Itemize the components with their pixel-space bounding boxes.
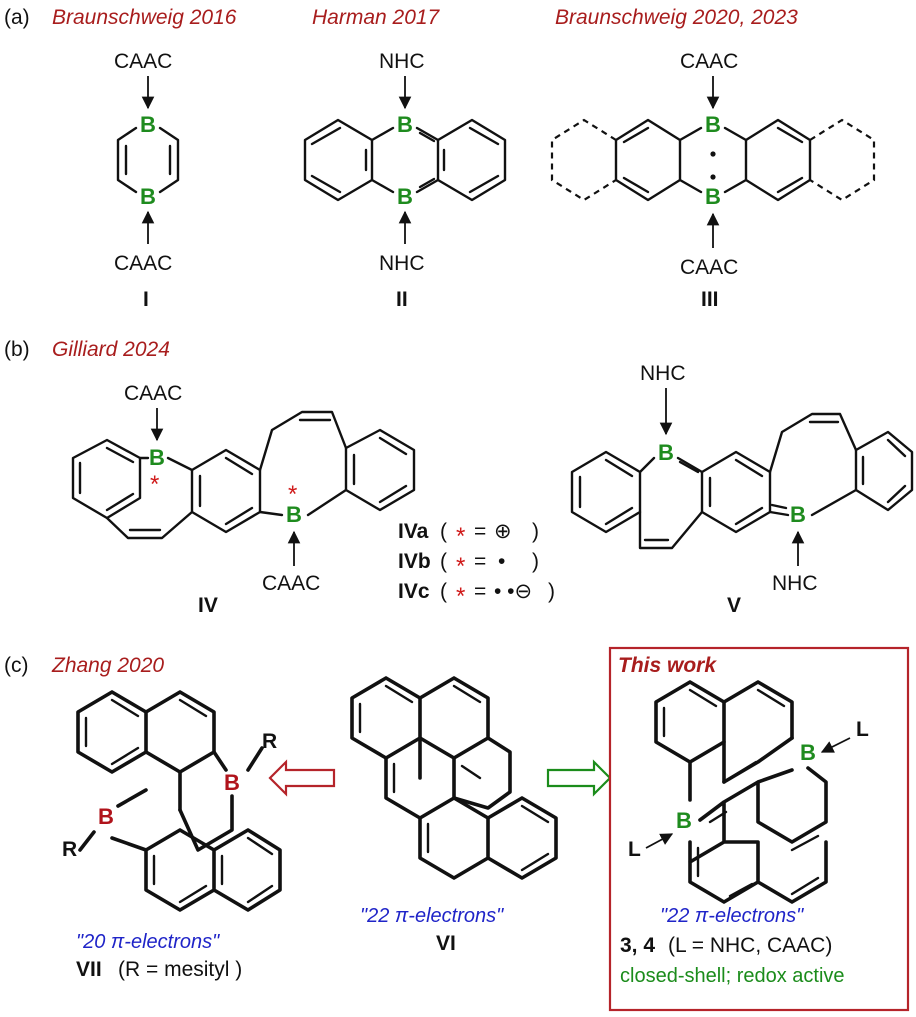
atom-boron: B xyxy=(705,112,721,137)
this-work-title: This work xyxy=(618,654,717,677)
panel-b-label: (b) xyxy=(4,338,30,361)
atom-boron: B xyxy=(658,440,674,465)
compound-VII: B R B R "20 π-electrons" VII (R = mesity… xyxy=(62,690,282,981)
panel-a: (a) Braunschweig 2016 Harman 2017 Brauns… xyxy=(4,6,876,311)
ligand-caac-top: CAAC xyxy=(124,382,182,405)
svg-text:=: = xyxy=(474,520,486,543)
compound-label-VI: VI xyxy=(436,932,456,955)
compound-III: CAAC B B CAAC III xyxy=(550,50,876,311)
electron-count-VII: "20 π-electrons" xyxy=(76,931,220,953)
ligand-nhc-top: NHC xyxy=(379,50,425,73)
svg-text:*: * xyxy=(456,553,465,580)
atom-boron: B xyxy=(286,502,302,527)
svg-text:IVb: IVb xyxy=(398,550,431,573)
ligand-L: L xyxy=(628,838,641,861)
compound-label-IV: IV xyxy=(198,594,218,617)
citation-harman-2017: Harman 2017 xyxy=(312,6,441,29)
svg-text:(: ( xyxy=(440,550,447,573)
property-note: closed-shell; redox active xyxy=(620,965,845,987)
substituent-R: R xyxy=(62,838,77,861)
ligand-nhc-top: NHC xyxy=(640,362,686,385)
radical-star: * xyxy=(150,471,159,498)
svg-text:IVa: IVa xyxy=(398,520,429,543)
electron-count-this-work: "22 π-electrons" xyxy=(660,905,804,927)
panel-a-label: (a) xyxy=(4,6,30,29)
svg-text:*: * xyxy=(456,523,465,550)
svg-text:IVc: IVc xyxy=(398,580,430,603)
ligand-caac-top: CAAC xyxy=(680,50,738,73)
compound-IV: CAAC B * B * CAAC IV xyxy=(71,382,416,617)
ligand-caac-bottom: CAAC xyxy=(114,252,172,275)
ligand-nhc-bottom: NHC xyxy=(772,572,818,595)
atom-boron: B xyxy=(98,804,114,829)
svg-text:=: = xyxy=(474,580,486,603)
svg-text:(: ( xyxy=(440,520,447,543)
citation-braunschweig-2016: Braunschweig 2016 xyxy=(52,6,237,29)
panel-c-label: (c) xyxy=(4,654,29,677)
compound-label-V: V xyxy=(727,594,741,617)
atom-boron: B xyxy=(790,502,806,527)
svg-text:(: ( xyxy=(440,580,447,603)
atom-boron: B xyxy=(800,740,816,765)
compound-VI: "22 π-electrons" VI xyxy=(350,676,558,955)
citation-braunschweig-2020: Braunschweig 2020, 2023 xyxy=(555,6,798,29)
svg-text:): ) xyxy=(532,520,539,543)
atom-boron: B xyxy=(705,184,721,209)
svg-text:): ) xyxy=(532,550,539,573)
svg-text:): ) xyxy=(548,580,555,603)
compound-label-I: I xyxy=(143,288,149,311)
panel-c: (c) Zhang 2020 B R B R "20 π-electrons" … xyxy=(4,646,910,1012)
svg-text:• •⊖: • •⊖ xyxy=(494,580,532,603)
variant-IVc: IVc ( * = • •⊖ ) xyxy=(398,580,555,610)
panel-b: (b) Gilliard 2024 CAAC B * B * xyxy=(4,338,914,617)
variant-IVb: IVb ( * = • ) xyxy=(398,550,539,580)
svg-text:•: • xyxy=(498,550,505,573)
atom-boron: B xyxy=(397,112,413,137)
mesityl-note: (R = mesityl ) xyxy=(118,958,242,981)
ligand-caac-bottom: CAAC xyxy=(262,572,320,595)
atom-boron: B xyxy=(149,445,165,470)
radical-star: * xyxy=(288,481,297,508)
arrow-to-VII xyxy=(268,759,336,797)
ligand-L: L xyxy=(856,718,869,741)
atom-boron: B xyxy=(224,770,240,795)
svg-text:*: * xyxy=(456,583,465,610)
compound-numbers: 3, 4 xyxy=(620,934,655,957)
atom-boron: B xyxy=(140,184,156,209)
compound-label-III: III xyxy=(701,288,719,311)
compound-label-II: II xyxy=(396,288,408,311)
citation-zhang-2020: Zhang 2020 xyxy=(51,654,164,677)
variant-legend: IVa ( * = ⊕ ) IVb ( * = • ) IVc ( * = • … xyxy=(398,520,555,610)
atom-boron: B xyxy=(676,808,692,833)
arrow-to-this-work xyxy=(546,759,612,797)
this-work-box: This work B L B L "22 π-electrons" 3, 4 … xyxy=(608,646,910,1012)
ligand-nhc-bottom: NHC xyxy=(379,252,425,275)
substituent-R: R xyxy=(262,730,277,753)
compound-V: NHC B B NHC V xyxy=(570,362,914,617)
compound-label-VII: VII xyxy=(76,958,102,981)
compound-II: NHC B B NHC II xyxy=(303,50,507,311)
ligand-caac-bottom: CAAC xyxy=(680,256,738,279)
compound-I: CAAC B B CAAC I xyxy=(114,50,180,311)
svg-text:=: = xyxy=(474,550,486,573)
variant-IVa: IVa ( * = ⊕ ) xyxy=(398,520,539,550)
atom-boron: B xyxy=(397,184,413,209)
atom-boron: B xyxy=(140,112,156,137)
svg-text:⊕: ⊕ xyxy=(494,520,512,543)
electron-count-VI: "22 π-electrons" xyxy=(360,905,504,927)
citation-gilliard-2024: Gilliard 2024 xyxy=(52,338,170,361)
ligand-caac-top: CAAC xyxy=(114,50,172,73)
ligand-definition: (L = NHC, CAAC) xyxy=(668,934,832,957)
